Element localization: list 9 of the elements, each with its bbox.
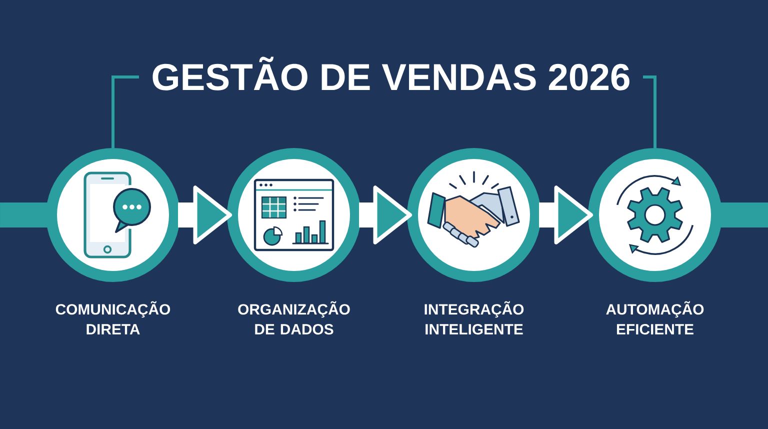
step-caption: AUTOMAÇÃO EFICIENTE [606, 301, 704, 335]
step-caption: INTEGRAÇÃO INTELIGENTE [424, 301, 524, 335]
arrow [178, 186, 232, 244]
connector-band [720, 202, 768, 228]
step-caption: COMUNICAÇÃO DIRETA [56, 301, 170, 334]
arrow [359, 186, 412, 244]
step-caption: ORGANIZAÇÃO DE DADOS [238, 301, 350, 335]
arrow [539, 186, 593, 244]
title: GESTÃO DE VENDAS 2026 [152, 56, 630, 90]
